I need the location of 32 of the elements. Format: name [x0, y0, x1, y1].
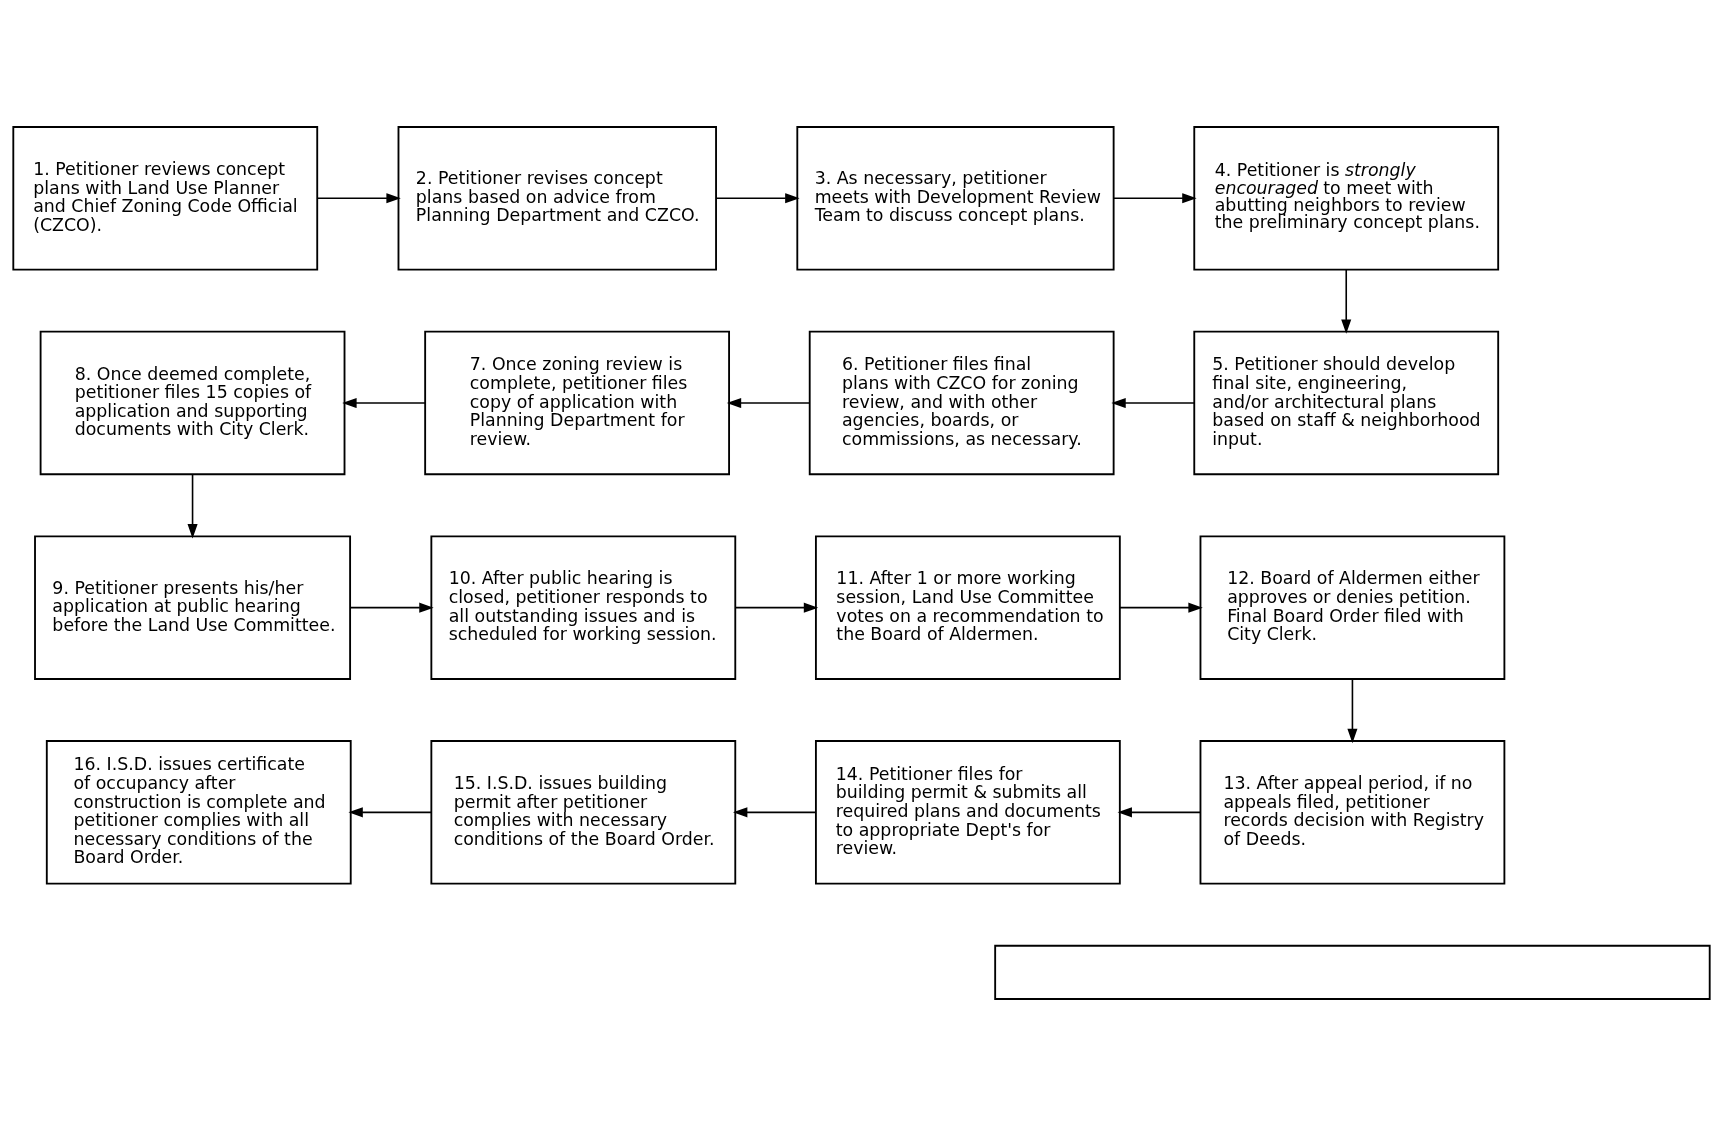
node-box — [994, 944, 1711, 1000]
arrow — [1111, 397, 1195, 408]
node-box: 4. Petitioner is strongly encouraged to meet with abutting neighbors to review the preliminary concept plans. — [1193, 126, 1500, 271]
arrow — [1119, 602, 1203, 613]
arrow — [1117, 807, 1202, 818]
node-box: 9. Petitioner presents his/her application at public hearing before the Land Use Committee. — [34, 535, 352, 680]
node-box: 13. After appeal period, if no appeals filed, petitioner records decision with Registry of Deeds. — [1199, 740, 1506, 885]
arrow — [187, 473, 198, 539]
node-box: 6. Petitioner files final plans with CZCO for zoning review, and with other agencies, boards, or commissions, as necessary. — [808, 330, 1115, 476]
arrow — [342, 397, 426, 408]
arrow — [726, 397, 811, 408]
node-box: 5. Petitioner should develop final site, engineering, and/or architectural plans based on staff & neighborhood input. — [1193, 330, 1500, 476]
node-box: 16. I.S.D. issues certificate of occupancy after construction is complete and petitioner complies with all necessary conditions of the Board Order. — [45, 740, 352, 885]
arrow — [1347, 678, 1358, 744]
node-box: 3. As necessary, petitioner meets with Development Review Team to discuss concept plans. — [796, 126, 1115, 271]
arrow — [316, 193, 401, 204]
node-box: 14. Petitioner files for building permit & submits all required plans and documents to appropriate Dept's for review. — [815, 740, 1121, 885]
node-box: 2. Petitioner revises concept plans based on advice from Planning Department and CZCO. — [397, 126, 717, 271]
arrow — [1341, 268, 1352, 334]
node-box: 15. I.S.D. issues building permit after petitioner complies with necessary conditions of the Board Order. — [430, 740, 737, 885]
node-box: 10. After public hearing is closed, petitioner responds to all outstanding issues and is scheduled for working session. — [430, 535, 737, 680]
arrow — [349, 602, 434, 613]
arrow — [732, 807, 817, 818]
node-box: 11. After 1 or more working session, Land Use Committee votes on a recommendation to the Board of Aldermen. — [815, 535, 1121, 680]
arrow — [715, 193, 800, 204]
arrow — [348, 807, 433, 818]
node-box: 8. Once deemed complete, petitioner files 15 copies of application and supporting documents with City Clerk. — [39, 330, 346, 476]
arrow — [734, 602, 819, 613]
node-box: 12. Board of Aldermen either approves or denies petition. Final Board Order filed with City Clerk. — [1199, 535, 1506, 680]
node-box: 1. Petitioner reviews concept plans with Land Use Planner and Chief Zoning Code Official (CZCO). — [12, 126, 319, 271]
arrow — [1113, 193, 1197, 204]
node-box: 7. Once zoning review is complete, petitioner files copy of application with Planning Department for review. — [424, 330, 730, 476]
